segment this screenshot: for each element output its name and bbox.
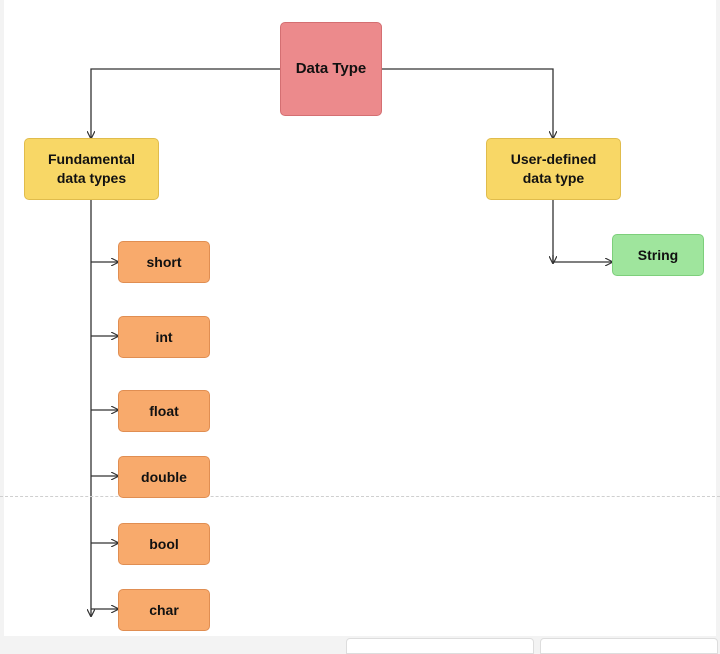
node-double: double: [118, 456, 210, 498]
node-bool: bool: [118, 523, 210, 565]
node-char: char: [118, 589, 210, 631]
edge-root-to-user-defined: [382, 68, 553, 138]
node-float: float: [118, 390, 210, 432]
node-user-defined-data-type: User-defined data type: [486, 138, 621, 200]
edge-root-to-fundamental: [91, 68, 280, 138]
bottom-tab-left[interactable]: [346, 638, 534, 654]
page-divider: [0, 496, 720, 497]
node-short: short: [118, 241, 210, 283]
node-int: int: [118, 316, 210, 358]
node-data-type: Data Type: [280, 22, 382, 116]
edge-user-defined-to-string: [552, 200, 612, 262]
node-fundamental-data-types: Fundamental data types: [24, 138, 159, 200]
bottom-tab-right[interactable]: [540, 638, 718, 654]
node-string: String: [612, 234, 704, 276]
